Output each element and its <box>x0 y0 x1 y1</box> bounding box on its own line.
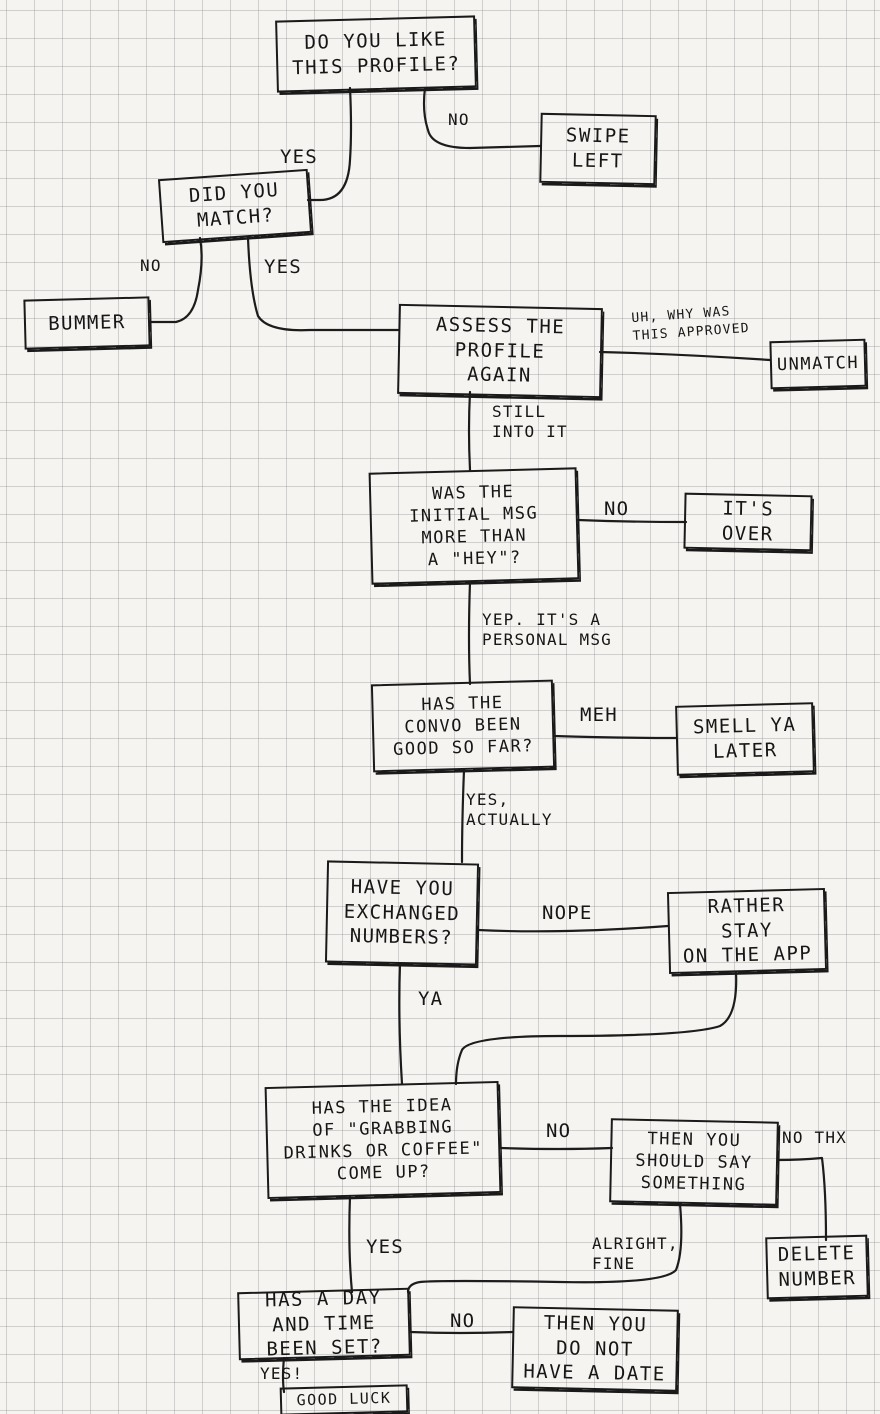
node-bummer: BUMMER <box>23 296 151 350</box>
edge-label-convo-yes: YES, ACTUALLY <box>466 790 553 829</box>
node-assess-profile: ASSESS THE PROFILE AGAIN <box>397 303 603 399</box>
node-should-say: THEN YOU SHOULD SAY SOMETHING <box>609 1118 779 1206</box>
edge-label-msg-yep: YEP. IT'S A PERSONAL MSG <box>482 610 612 649</box>
edge-label-idea-yes: YES <box>366 1236 404 1258</box>
connector-numbers-to-rather <box>476 924 670 933</box>
node-day-time-set: HAS A DAY AND TIME BEEN SET? <box>237 1286 411 1361</box>
connector-match-to-assess <box>246 236 400 332</box>
edge-label-numbers-nope: NOPE <box>542 902 593 924</box>
node-delete-number: DELETE NUMBER <box>765 1234 869 1300</box>
connector-idea-to-daytime <box>348 1194 354 1294</box>
node-exchanged-numbers: HAVE YOU EXCHANGED NUMBERS? <box>324 860 480 966</box>
node-convo-good: HAS THE CONVO BEEN GOOD SO FAR? <box>370 679 556 773</box>
connector-assess-to-msg <box>467 390 472 472</box>
edge-label-numbers-ya: YA <box>418 988 444 1010</box>
node-good-luck: GOOD LUCK <box>279 1384 409 1414</box>
node-rather-stay: RATHER STAY ON THE APP <box>666 887 828 975</box>
edge-label-like-yes: YES <box>280 146 318 168</box>
edge-label-match-yes: YES <box>264 256 302 278</box>
connector-numbers-to-idea <box>398 962 404 1086</box>
node-like-profile: DO YOU LIKE THIS PROFILE? <box>275 15 477 93</box>
edge-label-like-no: NO <box>448 110 470 129</box>
connector-convo-to-numbers <box>460 768 466 864</box>
connector-like-to-swipe-left <box>422 86 542 150</box>
edge-label-msg-no: NO <box>604 498 630 520</box>
edge-label-say-no-thx: NO THX <box>782 1128 847 1147</box>
connector-rather-to-idea <box>454 970 738 1086</box>
node-no-date: THEN YOU DO NOT HAVE A DATE <box>511 1306 679 1392</box>
connector-convo-to-smell <box>552 734 678 740</box>
edge-label-assess-still: STILL INTO IT <box>492 402 568 441</box>
node-swipe-left: SWIPE LEFT <box>539 112 657 186</box>
connector-say-to-delete <box>776 1156 828 1242</box>
edge-label-convo-meh: MEH <box>580 704 618 726</box>
edge-label-day-no: NO <box>450 1310 476 1332</box>
node-did-you-match: DID YOU MATCH? <box>157 168 313 244</box>
connector-msg-to-convo <box>467 580 472 686</box>
edge-label-assess-unmatch: UH, WHY WAS THIS APPROVED <box>630 304 751 345</box>
node-its-over: IT'S OVER <box>683 492 813 552</box>
connector-assess-to-unmatch <box>598 350 772 362</box>
connector-like-to-match <box>306 86 353 202</box>
connector-msg-to-over <box>576 518 688 524</box>
edge-label-say-alright: ALRIGHT, FINE <box>592 1234 679 1273</box>
edge-label-match-no: NO <box>140 256 162 275</box>
edge-label-idea-no: NO <box>546 1120 572 1142</box>
node-unmatch: UNMATCH <box>769 338 867 390</box>
node-initial-msg: WAS THE INITIAL MSG MORE THAN A "HEY"? <box>368 467 580 585</box>
node-idea-drinks: HAS THE IDEA OF "GRABBING DRINKS OR COFF… <box>264 1080 502 1200</box>
connector-idea-to-say <box>498 1146 614 1151</box>
edge-label-day-yes: YES! <box>260 1364 304 1383</box>
connector-match-to-bummer <box>148 236 203 324</box>
node-smell-ya-later: SMELL YA LATER <box>675 702 815 776</box>
